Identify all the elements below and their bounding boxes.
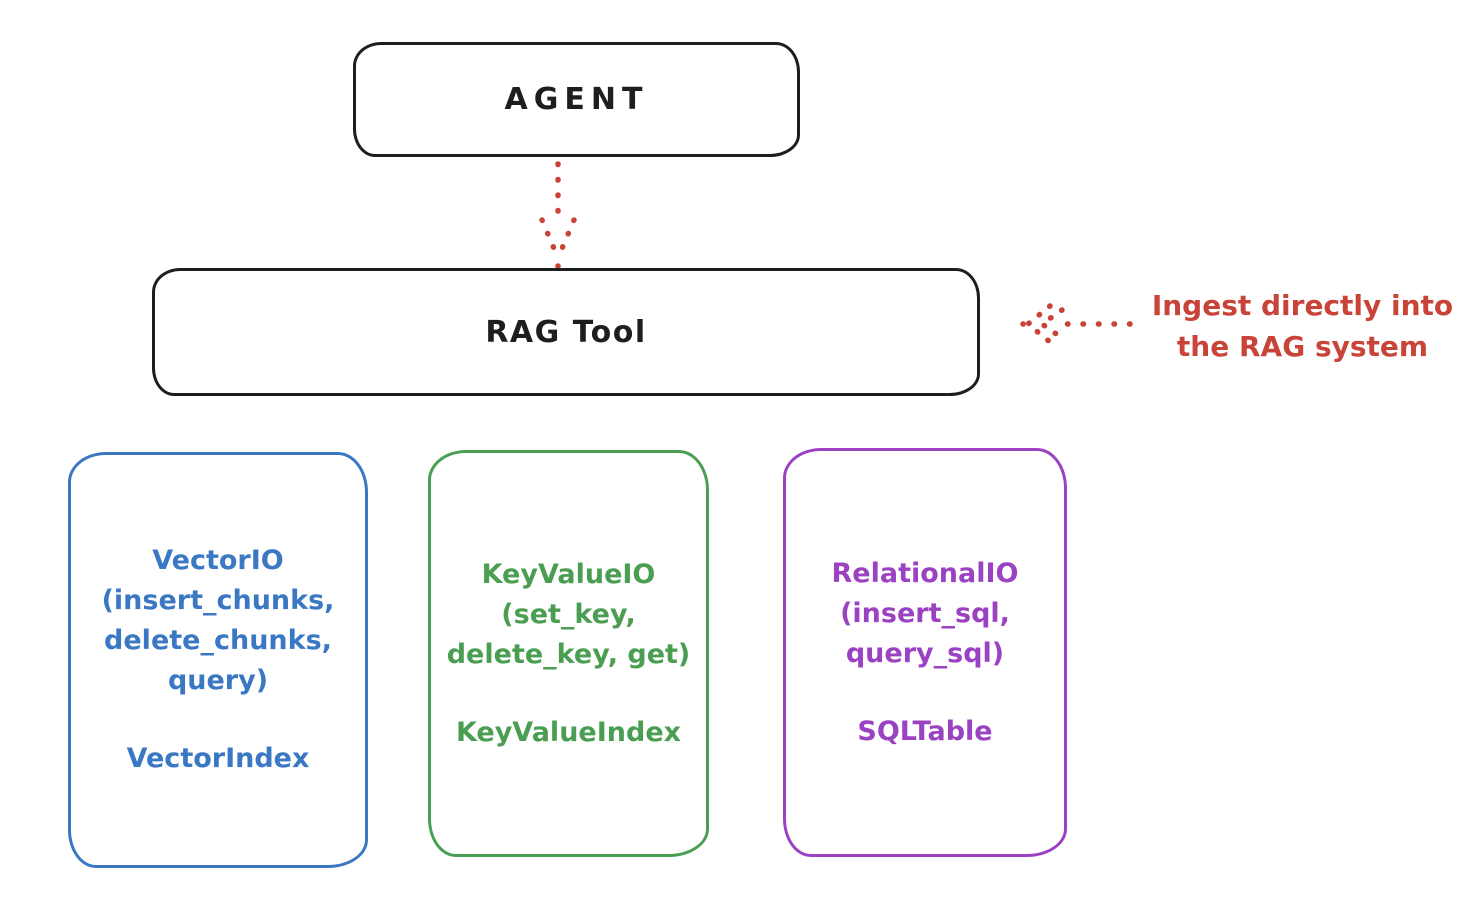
backend-box-key-value-io: KeyValueIO (set_key, delete_key, get) Ke…	[428, 450, 709, 857]
backend-title: KeyValueIO	[481, 558, 656, 590]
backend-methods-line: delete_key, get)	[446, 638, 691, 670]
ingest-annotation-line1: Ingest directly into	[1151, 289, 1454, 322]
backend-index-label: SQLTable	[857, 715, 993, 747]
agent-box: AGENT	[353, 42, 800, 157]
arrow-down-icon	[539, 161, 577, 269]
arrow-left-icon	[1020, 303, 1133, 345]
backend-box-relational-io: RelationalIO (insert_sql, query_sql) SQL…	[783, 448, 1067, 857]
ingest-annotation: Ingest directly into the RAG system	[1130, 285, 1475, 367]
backend-index-label: KeyValueIndex	[455, 716, 682, 748]
rag-tool-label: RAG Tool	[485, 314, 647, 350]
backend-methods-line: (set_key,	[501, 598, 636, 630]
backend-methods-line: delete_chunks,	[104, 625, 332, 656]
agent-label: AGENT	[504, 82, 649, 117]
backend-box-vector-io: VectorIO (insert_chunks, delete_chunks, …	[68, 452, 368, 868]
backend-title: VectorIO	[152, 545, 284, 576]
backend-methods-line: query)	[167, 665, 269, 696]
backend-methods-line: query_sql)	[845, 637, 1005, 669]
rag-tool-box: RAG Tool	[152, 268, 980, 396]
backend-methods-line: (insert_chunks,	[101, 585, 335, 616]
backend-index-label: VectorIndex	[126, 743, 310, 774]
backend-title: RelationalIO	[831, 557, 1019, 589]
backend-methods-line: (insert_sql,	[840, 597, 1010, 629]
ingest-annotation-line2: the RAG system	[1176, 330, 1429, 363]
